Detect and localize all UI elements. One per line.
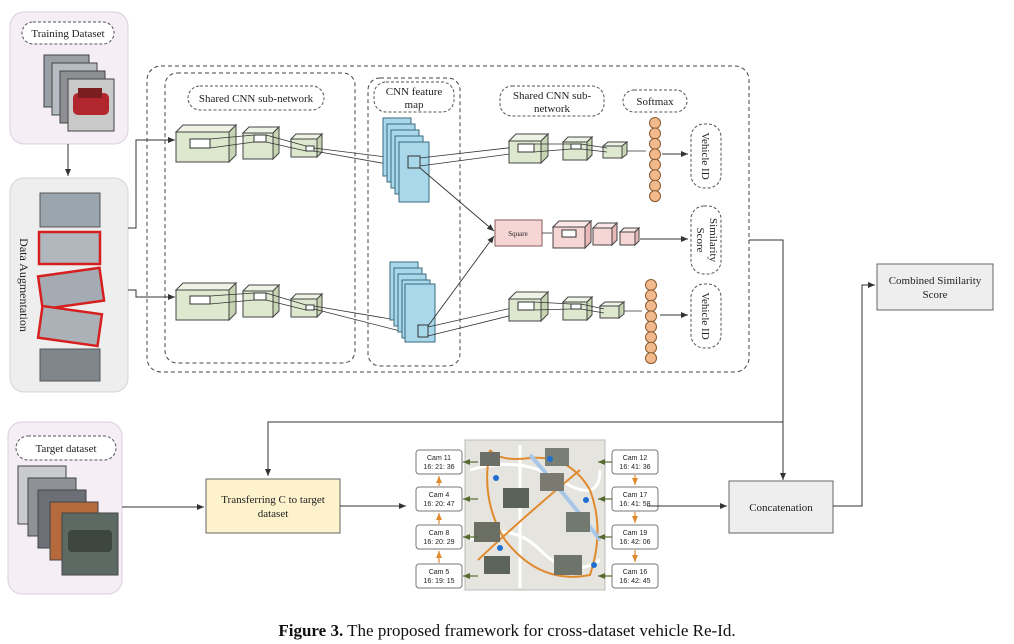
shared-cnn-label-2-line2: network [534, 103, 571, 115]
camera-time: 16: 19: 15 [423, 578, 454, 585]
camera-time: 16: 20: 47 [423, 501, 454, 508]
camera-time: 16: 42: 06 [619, 539, 650, 546]
softmax-node [649, 158, 661, 171]
feature-map-bottom [389, 261, 436, 343]
cnn2-top-1 [507, 132, 550, 165]
cnn-block-bottom-3 [289, 292, 324, 319]
camera-card: Cam 11 16: 21: 36 [415, 449, 463, 475]
similarity-cnn [551, 219, 641, 250]
shared-cnn-label-1: Shared CNN sub-network [199, 93, 314, 105]
cnn2-bottom-1 [507, 290, 550, 323]
softmax-node [649, 148, 661, 161]
combined-similarity-box [876, 263, 994, 311]
camera-time: 16: 41: 58 [619, 501, 650, 508]
concatenation-box [728, 480, 834, 534]
softmax-node [649, 117, 661, 129]
feature-map-top [382, 117, 430, 203]
softmax-node [649, 179, 661, 192]
softmax-node [645, 320, 657, 333]
square-label: Square [508, 230, 527, 238]
cnn2-top-3 [601, 140, 629, 160]
softmax-node [649, 169, 661, 182]
training-dataset-label: Training Dataset [31, 28, 104, 40]
camera-name: Cam 11 [427, 455, 451, 462]
cnn-block-top-3 [289, 132, 324, 159]
softmax-node [649, 127, 661, 140]
data-augmentation-panel: Data Augmentation [9, 177, 129, 393]
camera-time: 16: 20: 29 [423, 539, 454, 546]
combined-similarity-line2: Score [922, 289, 947, 301]
figure-caption: Figure 3. The proposed framework for cro… [278, 621, 735, 640]
camera-name: Cam 16 [623, 569, 648, 576]
camera-card: Cam 16 16: 42: 45 [611, 563, 659, 589]
softmax-node [645, 331, 657, 344]
camera-card: Cam 4 16: 20: 47 [415, 486, 463, 512]
camera-card: Cam 12 16: 41: 36 [611, 449, 659, 475]
vehicle-id-top-label: Vehicle ID [699, 132, 711, 179]
caption-text: The proposed framework for cross-dataset… [343, 621, 735, 640]
softmax-node [645, 289, 657, 302]
feature-map-label-line1: CNN feature [386, 86, 443, 98]
cams-left: Cam 11 16: 21: 36 Cam 4 16: 20: 47 Cam 8 16: … [415, 449, 478, 589]
softmax-node [645, 352, 657, 365]
vehicle-id-bottom-label: Vehicle ID [699, 292, 711, 339]
network-dashed-box [146, 65, 750, 373]
softmax-column-bottom [645, 279, 657, 365]
training-dataset-panel: Training Dataset [9, 11, 129, 145]
camera-time: 16: 42: 45 [619, 578, 650, 585]
camera-time: 16: 21: 36 [423, 464, 454, 471]
feature-map-group [367, 77, 461, 367]
cnn-block-bottom-2 [241, 283, 281, 319]
softmax-node [645, 279, 657, 291]
combined-similarity-line1: Combined Similarity [889, 275, 982, 287]
softmax-label: Softmax [636, 96, 674, 108]
caption-bold: Figure 3. [278, 621, 343, 640]
shared-cnn-group [164, 72, 356, 364]
cnn2-bottom-3 [598, 300, 626, 320]
softmax-node [645, 341, 657, 354]
transferring-line2: dataset [258, 508, 289, 520]
softmax-node [649, 190, 661, 203]
cnn-block-top-2 [241, 125, 281, 161]
camera-name: Cam 8 [429, 530, 450, 537]
camera-time: 16: 41: 36 [619, 464, 650, 471]
target-dataset-label: Target dataset [35, 443, 96, 455]
softmax-node [649, 137, 661, 150]
shared-cnn-label-2-line1: Shared CNN sub- [513, 90, 592, 102]
cnn2-bottom-2 [561, 295, 594, 322]
data-augmentation-label: Data Augmentation [17, 238, 31, 332]
camera-name: Cam 4 [429, 492, 450, 499]
transferring-line1: Transferring C to target [221, 494, 325, 506]
cnn-block-bottom-1 [174, 281, 238, 322]
similarity-label-line1: Similarity [707, 218, 719, 263]
camera-card: Cam 17 16: 41: 58 [611, 486, 659, 512]
softmax-column-top [649, 117, 661, 203]
training-images [43, 54, 115, 132]
feature-map-label-line2: map [405, 99, 424, 111]
target-dataset-panel: Target dataset [7, 421, 123, 595]
softmax-node [645, 310, 657, 323]
transferring-box [205, 478, 341, 534]
cnn2-top-2 [561, 135, 594, 162]
camera-name: Cam 19 [623, 530, 648, 537]
camera-card: Cam 19 16: 42: 06 [611, 524, 659, 550]
camera-name: Cam 5 [429, 569, 450, 576]
cams-right: Cam 12 16: 41: 36 Cam 17 16: 41: 58 Cam 19 16… [598, 449, 659, 589]
camera-name: Cam 12 [623, 455, 648, 462]
camera-card: Cam 8 16: 20: 29 [415, 524, 463, 550]
similarity-label-line2: Score [694, 227, 706, 252]
softmax-node [645, 299, 657, 312]
camera-name: Cam 17 [623, 492, 648, 499]
concatenation-label: Concatenation [749, 502, 813, 514]
camera-card: Cam 5 16: 19: 15 [415, 563, 463, 589]
camera-map [464, 439, 606, 591]
cnn-block-top-1 [174, 123, 238, 164]
